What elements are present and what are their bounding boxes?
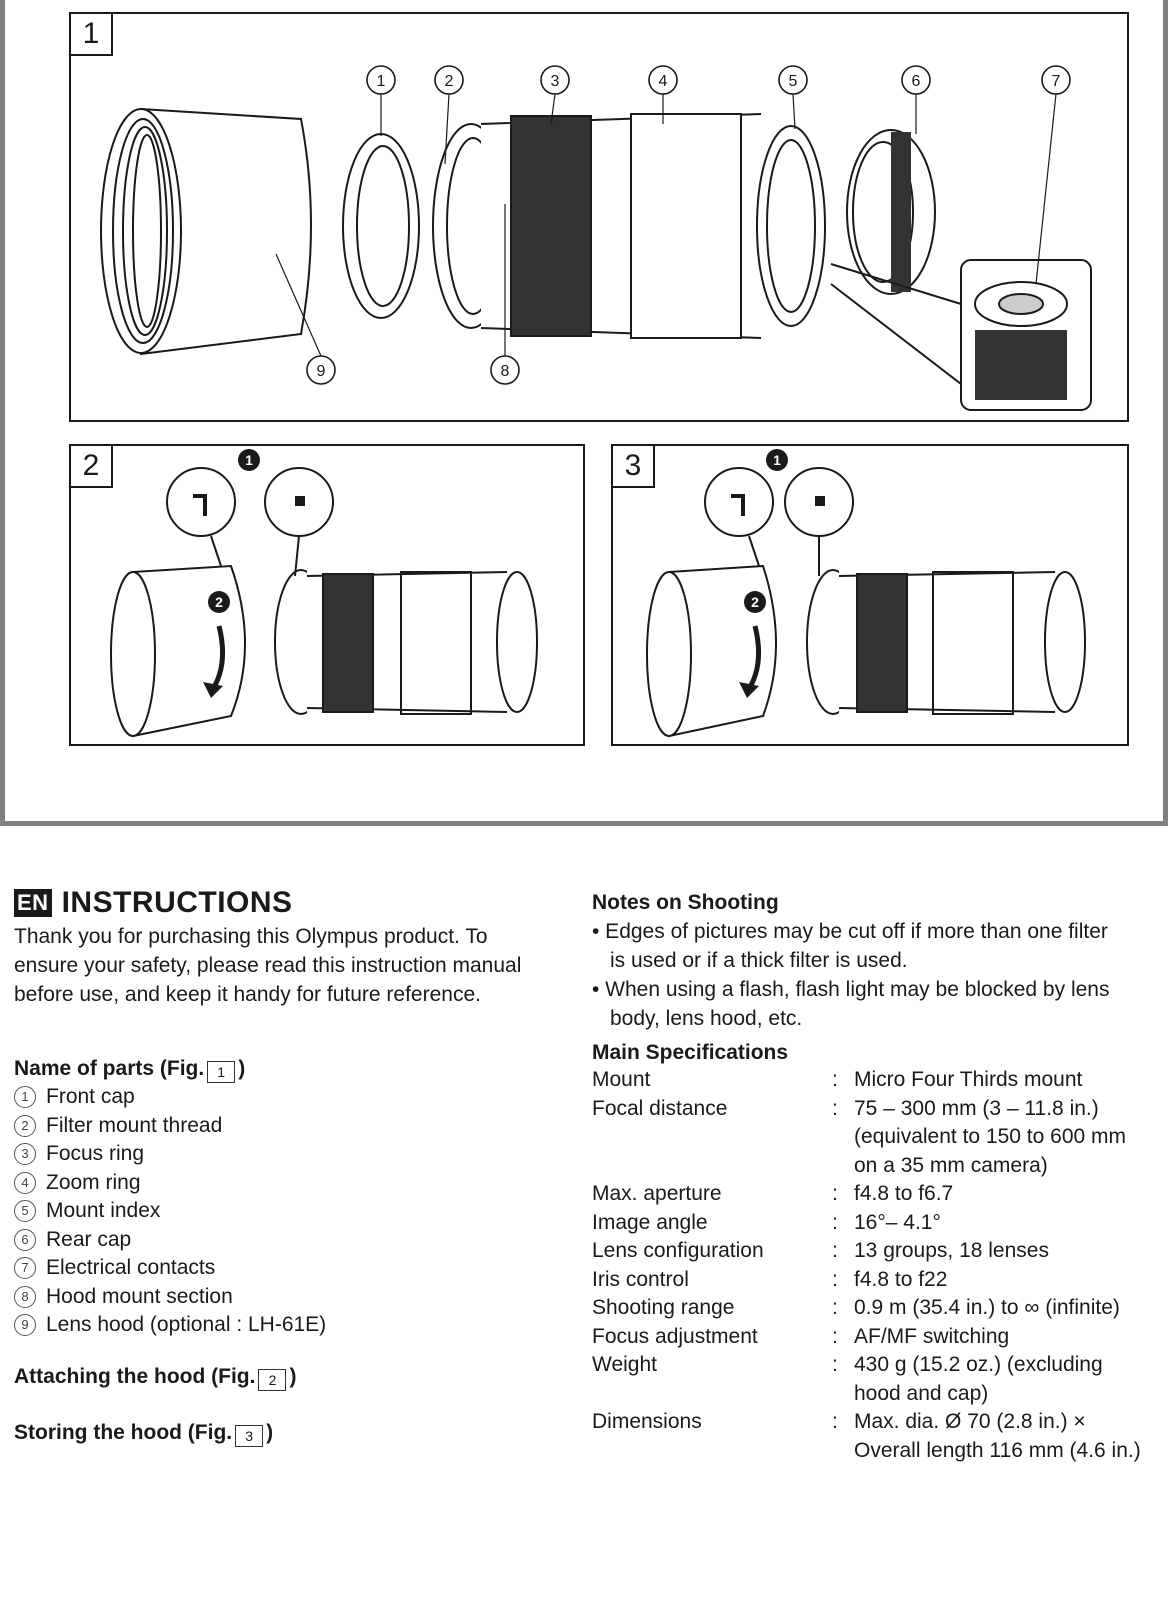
table-row: Focal distance:75 – 300 mm (3 – 11.8 in.…	[592, 1096, 1126, 1177]
callout-1: 1	[377, 73, 386, 90]
parts-heading: Name of parts (Fig.1)	[14, 1054, 245, 1083]
table-row: Iris control:f4.8 to f22	[592, 1267, 948, 1291]
panel-number: 1	[71, 14, 113, 56]
attach-hood-illustration: 1 2	[110, 449, 538, 738]
table-row: Dimensions:Max. dia. Ø 70 (2.8 in.) × Ov…	[592, 1410, 1141, 1462]
table-row: Shooting range:0.9 m (35.4 in.) to ∞ (in…	[592, 1296, 1120, 1319]
table-row: Image angle:16°– 4.1°	[592, 1210, 941, 1234]
panel-number: 3	[613, 446, 655, 488]
lens-hood-illustration	[140, 107, 312, 356]
hood-index-magnifier	[166, 467, 236, 537]
table-row: Weight:430 g (15.2 oz.) (excluding hood …	[592, 1353, 1103, 1405]
callout-circles	[306, 65, 1071, 385]
front-cap-illustration	[342, 133, 420, 319]
callout-3: 3	[551, 73, 560, 90]
intro-paragraph: Thank you for purchasing this Olympus pr…	[14, 925, 522, 1006]
language-badge: EN	[14, 889, 52, 917]
panel-number: 2	[71, 446, 113, 488]
callout-7: 7	[1052, 73, 1061, 90]
callout-4: 4	[659, 73, 668, 90]
figure-panel-2: 2 1 2	[69, 444, 585, 746]
figure-panel-3: 3 1 2	[611, 444, 1129, 746]
callout-6: 6	[912, 73, 921, 90]
instruction-text-area: EN INSTRUCTIONS Thank you for purchasing…	[0, 826, 1168, 1600]
lens-exploded-illustration: 1 2 3 4 5 6 7 8 9	[100, 65, 1092, 411]
fig-ref-2: 2	[258, 1369, 287, 1391]
title-text: INSTRUCTIONS	[61, 886, 293, 919]
attach-hood-heading: Attaching the hood (Fig.2)	[14, 1362, 296, 1391]
store-hood-illustration: 1 2	[646, 449, 1086, 738]
table-row: Focus adjustment:AF/MF switching	[592, 1324, 1010, 1348]
list-item: • Edges of pictures may be cut off if mo…	[592, 920, 1108, 972]
lens-mount-illustration	[756, 125, 826, 327]
figure-area: 1	[0, 0, 1168, 826]
notes-list: • Edges of pictures may be cut off if mo…	[592, 917, 1112, 1033]
callout-5: 5	[789, 73, 798, 90]
fig-ref-3: 3	[235, 1425, 264, 1447]
step-1-marker: 1	[245, 452, 253, 468]
store-hood-heading: Storing the hood (Fig.3)	[14, 1418, 273, 1447]
specs-table: Mount:Micro Four Thirds mount Focal dist…	[592, 1066, 1152, 1465]
list-item: • When using a flash, flash light may be…	[592, 978, 1110, 1030]
step-2-marker: 2	[751, 594, 759, 610]
instructions-title: EN INSTRUCTIONS	[14, 886, 293, 920]
fig-ref-1: 1	[207, 1061, 236, 1083]
figure-panel-1: 1	[69, 12, 1129, 422]
step-2-marker: 2	[215, 594, 223, 610]
notes-heading: Notes on Shooting	[592, 891, 779, 914]
table-row: Mount:Micro Four Thirds mount	[592, 1068, 1083, 1091]
specs-heading: Main Specifications	[592, 1041, 789, 1064]
table-row: Max. aperture:f4.8 to f6.7	[592, 1182, 954, 1205]
step-1-marker: 1	[773, 452, 781, 468]
callout-8: 8	[501, 363, 510, 380]
callout-2: 2	[445, 73, 454, 90]
table-row: Lens configuration:13 groups, 18 lenses	[592, 1239, 1049, 1262]
callout-9: 9	[317, 363, 326, 380]
